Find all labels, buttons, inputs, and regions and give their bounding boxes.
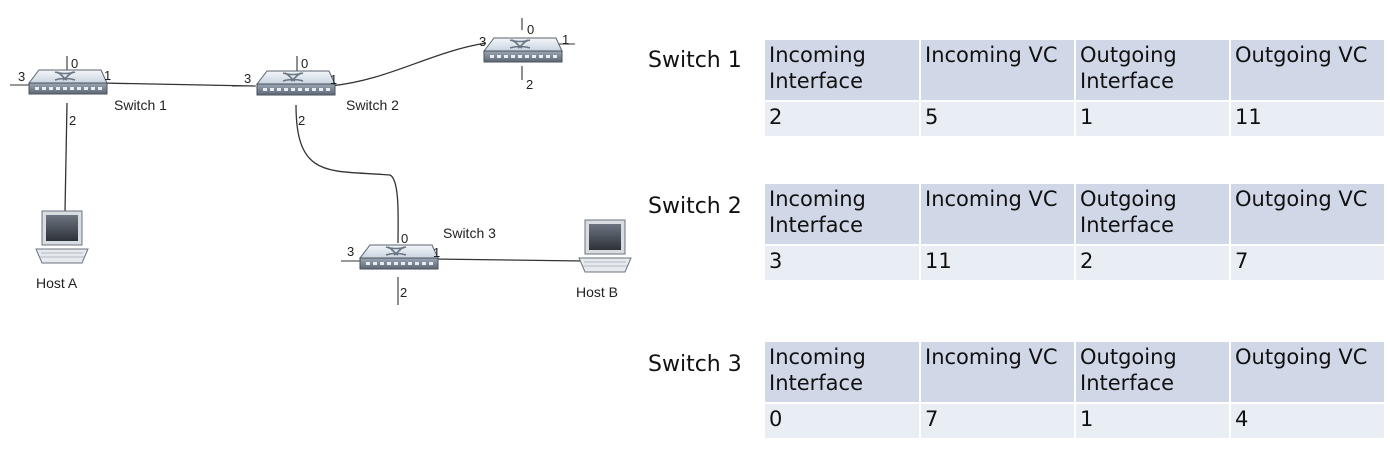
host-b-label: Host B — [576, 284, 618, 300]
link-switch2-switch3 — [295, 104, 399, 244]
header-incoming-vc: Incoming VC — [920, 342, 1076, 404]
switch-2-port-0: 0 — [301, 56, 308, 71]
cell-incoming-vc: 5 — [920, 101, 1076, 138]
header-incoming-vc: Incoming VC — [920, 40, 1076, 102]
header-incoming-interface: Incoming Interface — [765, 40, 921, 102]
link-switch1-switch2 — [99, 82, 255, 87]
switch-1 — [28, 69, 108, 95]
cell-outgoing-interface: 2 — [1075, 245, 1231, 282]
switch-1-port-2: 2 — [69, 113, 76, 128]
cell-incoming-vc: 11 — [920, 245, 1076, 282]
switch-1-port-1: 1 — [104, 68, 111, 83]
cell-outgoing-interface: 1 — [1075, 101, 1231, 138]
table-header-row: Incoming Interface Incoming VC Outgoing … — [765, 40, 1386, 102]
switch-3-port-2: 2 — [400, 285, 407, 300]
link-switch3-hostB — [431, 258, 585, 262]
switch-1-vc-table: Incoming Interface Incoming VC Outgoing … — [765, 40, 1386, 138]
switch-2-port-2: 2 — [298, 113, 305, 128]
switch-3-label: Switch 3 — [443, 225, 496, 241]
cell-incoming-vc: 7 — [920, 403, 1076, 440]
header-outgoing-interface: Outgoing Interface — [1075, 342, 1231, 404]
table-header-row: Incoming Interface Incoming VC Outgoing … — [765, 184, 1386, 246]
host-a — [35, 210, 89, 264]
switch-4-port-2: 2 — [526, 77, 533, 92]
switch-2-port-3: 3 — [244, 71, 251, 86]
switch-4-port-1: 1 — [562, 32, 569, 47]
links — [64, 42, 585, 262]
switch-3-port-0: 0 — [401, 231, 408, 246]
table-row: 3 11 2 7 — [765, 245, 1386, 282]
cell-outgoing-vc: 4 — [1230, 403, 1386, 440]
table-row: 2 5 1 11 — [765, 101, 1386, 138]
header-outgoing-interface: Outgoing Interface — [1075, 184, 1231, 246]
cell-outgoing-interface: 1 — [1075, 403, 1231, 440]
switch-3-port-3: 3 — [347, 244, 354, 259]
header-outgoing-vc: Outgoing VC — [1230, 40, 1386, 102]
cell-outgoing-vc: 11 — [1230, 101, 1386, 138]
switch-3-vc-table: Incoming Interface Incoming VC Outgoing … — [765, 342, 1386, 440]
cell-incoming-interface: 2 — [765, 101, 921, 138]
switch-4 — [483, 37, 563, 63]
header-outgoing-vc: Outgoing VC — [1230, 342, 1386, 404]
header-outgoing-interface: Outgoing Interface — [1075, 40, 1231, 102]
host-a-label: Host A — [36, 275, 78, 291]
switch-2-vc-table: Incoming Interface Incoming VC Outgoing … — [765, 184, 1386, 282]
switch-3-table-label: Switch 3 — [648, 352, 742, 377]
network-diagram: Switch 1 Switch 2 Switch 3 Host A Host B… — [10, 18, 632, 305]
switch-3 — [359, 244, 439, 270]
cell-incoming-interface: 0 — [765, 403, 921, 440]
table-header-row: Incoming Interface Incoming VC Outgoing … — [765, 342, 1386, 404]
switch-4-port-0: 0 — [527, 22, 534, 37]
switch-1-port-0: 0 — [71, 56, 78, 71]
switch-2-port-1: 1 — [330, 72, 337, 87]
table-row: 0 7 1 4 — [765, 403, 1386, 440]
header-outgoing-vc: Outgoing VC — [1230, 184, 1386, 246]
link-hostA-switch1 — [64, 102, 68, 213]
switch-2 — [256, 70, 336, 96]
switch-1-table-label: Switch 1 — [648, 48, 742, 73]
switch-2-label: Switch 2 — [346, 97, 399, 113]
header-incoming-interface: Incoming Interface — [765, 184, 921, 246]
cell-incoming-interface: 3 — [765, 245, 921, 282]
cell-outgoing-vc: 7 — [1230, 245, 1386, 282]
switch-3-port-1: 1 — [433, 245, 440, 260]
switch-1-port-3: 3 — [18, 69, 25, 84]
header-incoming-vc: Incoming VC — [920, 184, 1076, 246]
switch-1-label: Switch 1 — [114, 97, 167, 113]
header-incoming-interface: Incoming Interface — [765, 342, 921, 404]
switch-4-port-3: 3 — [479, 34, 486, 49]
link-switch2-switch4 — [329, 42, 487, 87]
switch-2-table-label: Switch 2 — [648, 194, 742, 219]
host-b — [578, 219, 632, 273]
